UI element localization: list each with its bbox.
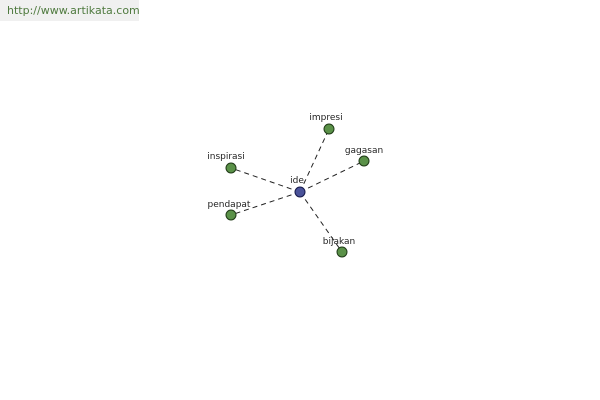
graph-edges: [230, 128, 365, 253]
source-url-link[interactable]: http://www.artikata.com: [7, 4, 140, 17]
node-bijakan[interactable]: [336, 246, 348, 258]
node-label-gagasan[interactable]: gagasan: [345, 146, 383, 156]
node-label-ide[interactable]: ide: [290, 176, 304, 186]
url-bar: http://www.artikata.com: [0, 0, 140, 21]
node-inspirasi[interactable]: [225, 162, 237, 174]
node-impresi[interactable]: [323, 123, 335, 135]
edge-ide-impresi: [299, 128, 330, 193]
node-ide[interactable]: [294, 186, 306, 198]
node-label-pendapat[interactable]: pendapat: [208, 200, 251, 210]
node-label-inspirasi[interactable]: inspirasi: [207, 152, 245, 162]
graph-nodes: [225, 123, 370, 258]
node-pendapat[interactable]: [225, 209, 237, 221]
node-label-bijakan[interactable]: bijakan: [323, 237, 356, 247]
edge-ide-bijakan: [299, 191, 343, 253]
edge-ide-pendapat: [230, 191, 301, 216]
node-label-impresi[interactable]: impresi: [309, 113, 342, 123]
graph-labels: impresi gagasan inspirasi pendapat bijakan id…: [207, 113, 383, 247]
edge-ide-gagasan: [299, 160, 365, 193]
node-gagasan[interactable]: [358, 155, 370, 167]
edge-ide-inspirasi: [230, 167, 301, 193]
